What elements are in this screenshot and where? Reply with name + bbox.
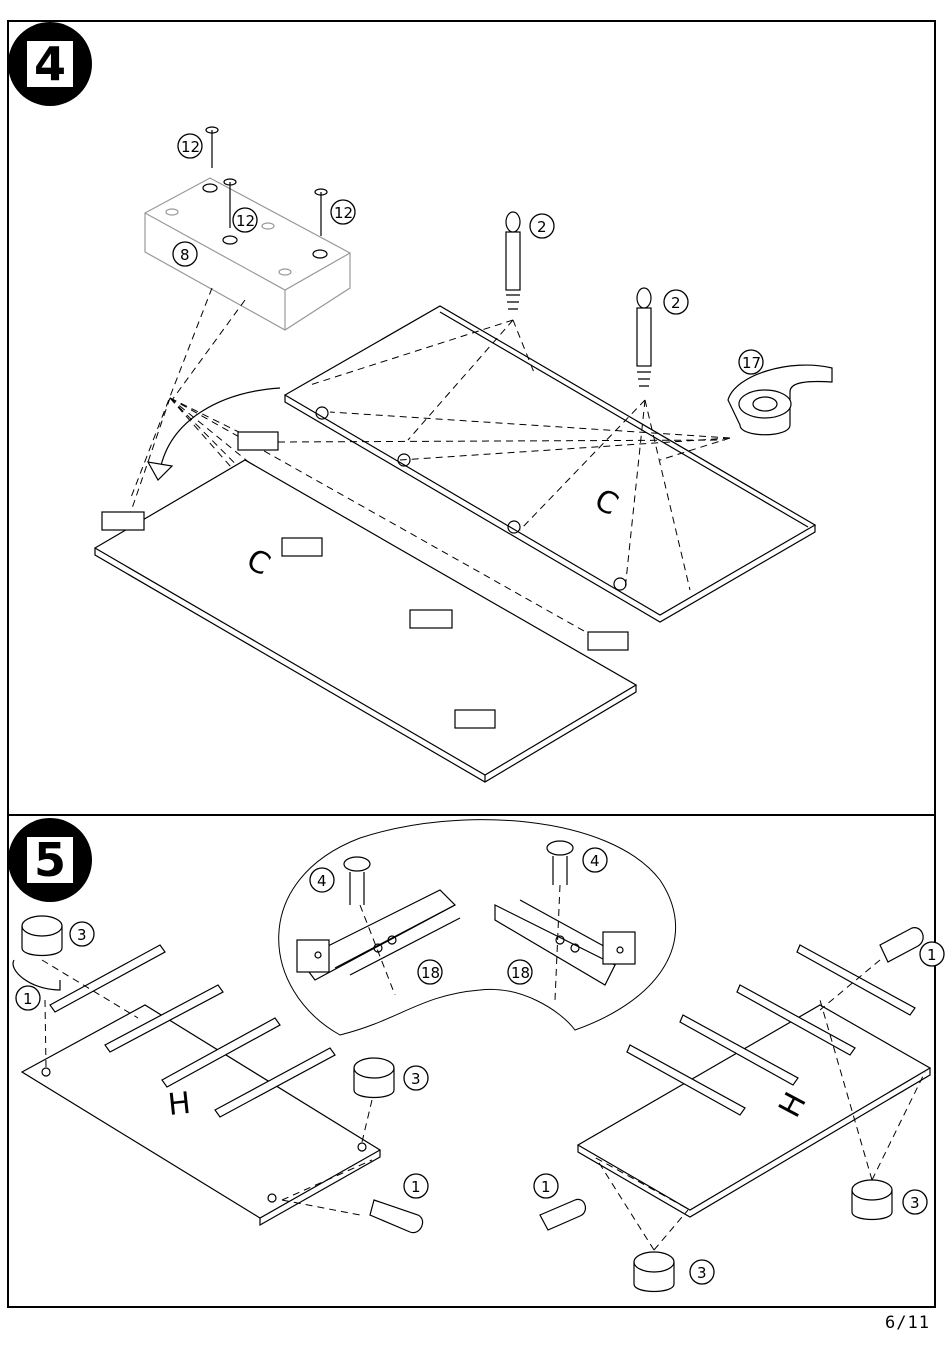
callout-4-b: 4 xyxy=(583,848,607,872)
svg-text:1: 1 xyxy=(541,1178,551,1196)
svg-text:12: 12 xyxy=(236,212,255,230)
step-5-drawing xyxy=(13,820,930,1292)
svg-text:18: 18 xyxy=(421,964,440,982)
callout-18-a: 18 xyxy=(418,960,442,984)
page-number: 6/11 xyxy=(885,1313,930,1333)
panel-h-left xyxy=(22,1005,380,1225)
svg-text:18: 18 xyxy=(511,964,530,982)
callout-1-b: 1 xyxy=(404,1174,428,1198)
svg-text:2: 2 xyxy=(671,294,681,312)
callout-1-c: 1 xyxy=(534,1174,558,1198)
step-4-drawing xyxy=(95,127,832,782)
svg-text:3: 3 xyxy=(77,926,87,944)
callout-1-d: 1 xyxy=(920,942,944,966)
callout-12-b: 12 xyxy=(233,208,257,232)
callout-3-d: 3 xyxy=(690,1260,714,1284)
callout-4-a: 4 xyxy=(310,868,334,892)
panel-label-h-left: H xyxy=(166,1086,192,1123)
svg-text:1: 1 xyxy=(927,946,937,964)
svg-text:8: 8 xyxy=(180,246,190,264)
svg-text:2: 2 xyxy=(537,218,547,236)
callout-3-b: 3 xyxy=(404,1066,428,1090)
callout-3-c: 3 xyxy=(903,1190,927,1214)
callout-8: 8 xyxy=(173,242,197,266)
detail-bubble xyxy=(279,820,676,1035)
svg-text:12: 12 xyxy=(334,204,353,222)
callout-2-a: 2 xyxy=(530,214,554,238)
svg-text:4: 4 xyxy=(317,872,327,890)
callout-12-c: 12 xyxy=(331,200,355,224)
flip-arrow xyxy=(160,388,280,470)
svg-text:3: 3 xyxy=(697,1264,707,1282)
svg-text:1: 1 xyxy=(23,990,33,1008)
callout-3-a: 3 xyxy=(70,922,94,946)
cam-lock-17 xyxy=(728,365,832,435)
callout-17: 17 xyxy=(739,350,763,374)
callout-1-a: 1 xyxy=(16,986,40,1010)
svg-text:3: 3 xyxy=(411,1070,421,1088)
svg-text:4: 4 xyxy=(590,852,600,870)
svg-text:1: 1 xyxy=(411,1178,421,1196)
callout-18-b: 18 xyxy=(508,960,532,984)
svg-text:12: 12 xyxy=(181,138,200,156)
callout-2-b: 2 xyxy=(664,290,688,314)
callout-12-a: 12 xyxy=(178,134,202,158)
svg-text:3: 3 xyxy=(910,1194,920,1212)
svg-text:17: 17 xyxy=(742,354,761,372)
